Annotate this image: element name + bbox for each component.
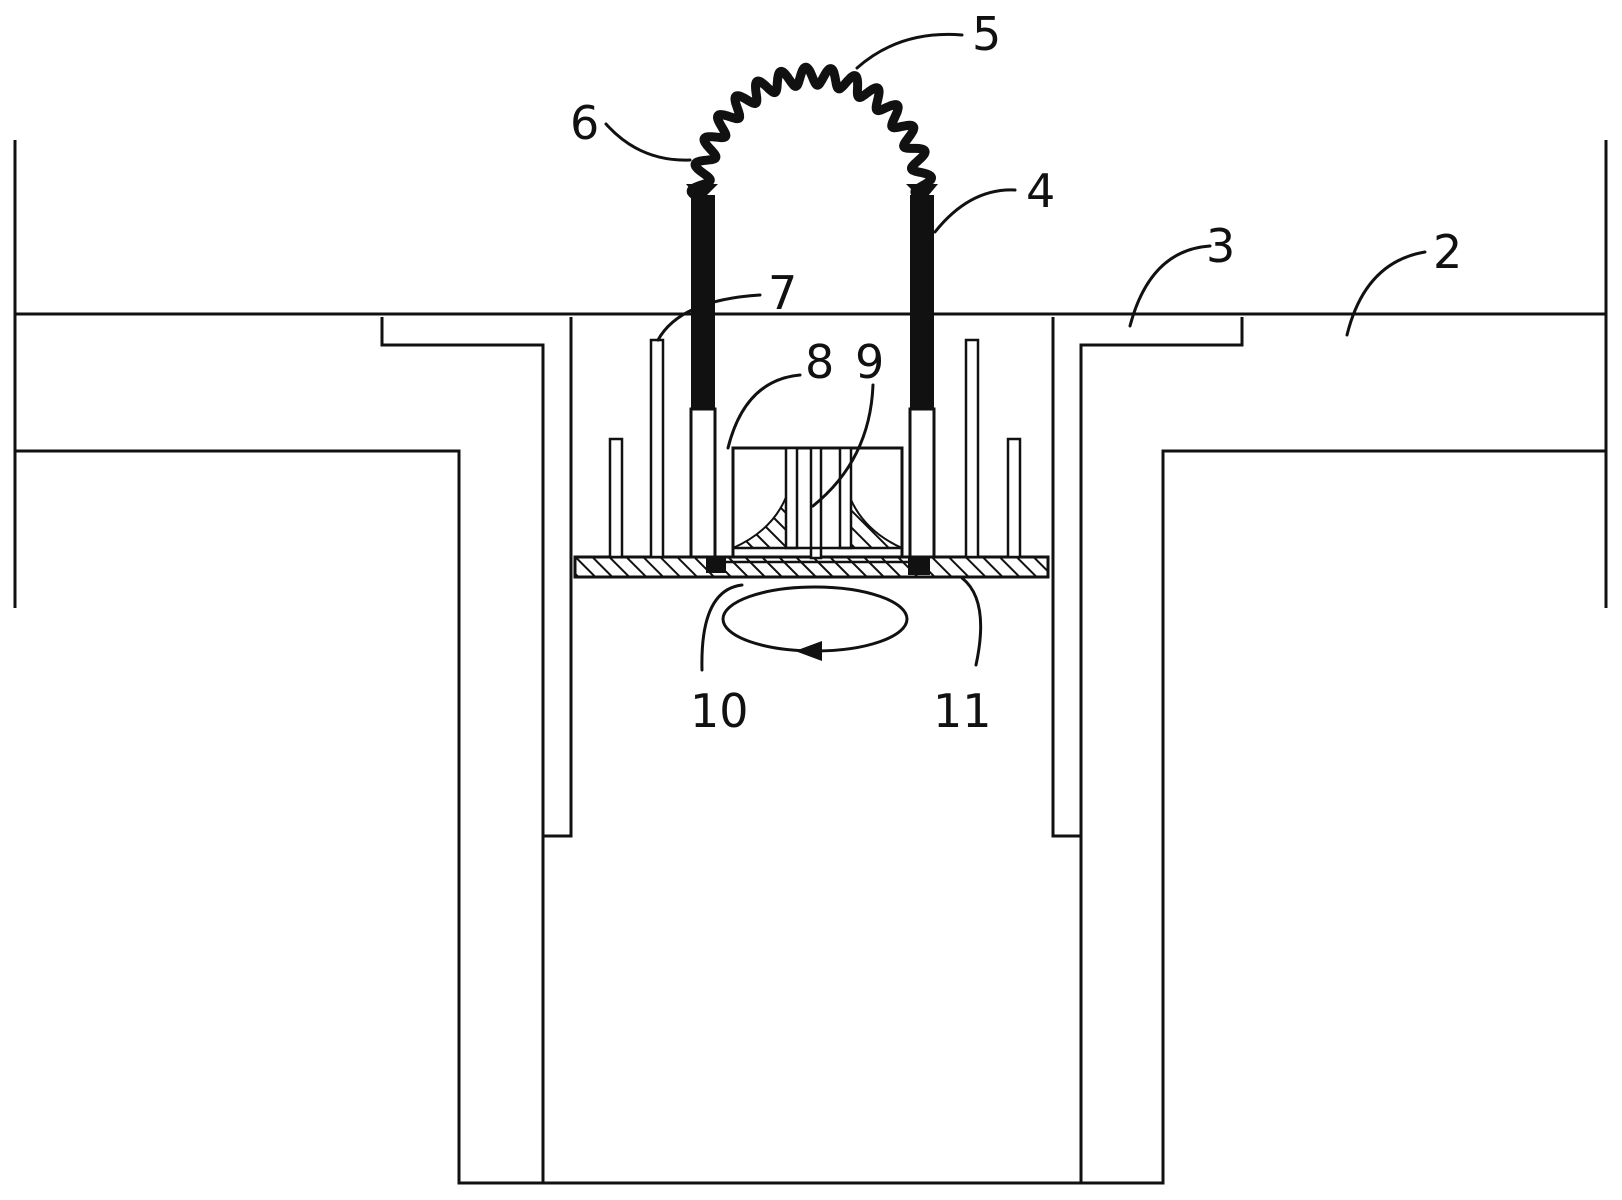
label-10: 10	[690, 684, 749, 738]
leader-lines	[604, 32, 1427, 672]
right-electrode	[908, 195, 936, 575]
label-9: 9	[855, 335, 884, 389]
rotation-arrow	[721, 585, 909, 661]
label-4: 4	[1026, 164, 1055, 218]
reference-numerals: 5 6 4 3 2 7 8 9 10 11	[570, 7, 1462, 738]
embedded-sleeve	[380, 317, 1244, 1183]
label-5: 5	[972, 7, 1001, 61]
base-plate	[573, 555, 1050, 579]
label-7: 7	[768, 266, 797, 320]
electrode-clamps	[686, 184, 938, 196]
label-8: 8	[805, 335, 834, 389]
vertical-rods	[608, 338, 1022, 559]
left-electrode	[689, 195, 726, 573]
label-11: 11	[933, 684, 992, 738]
label-3: 3	[1206, 219, 1235, 273]
label-2: 2	[1433, 225, 1462, 279]
label-6: 6	[570, 96, 599, 150]
central-holder	[726, 446, 908, 564]
wavy-conductor	[686, 62, 936, 203]
floor-slab	[13, 140, 1608, 1185]
